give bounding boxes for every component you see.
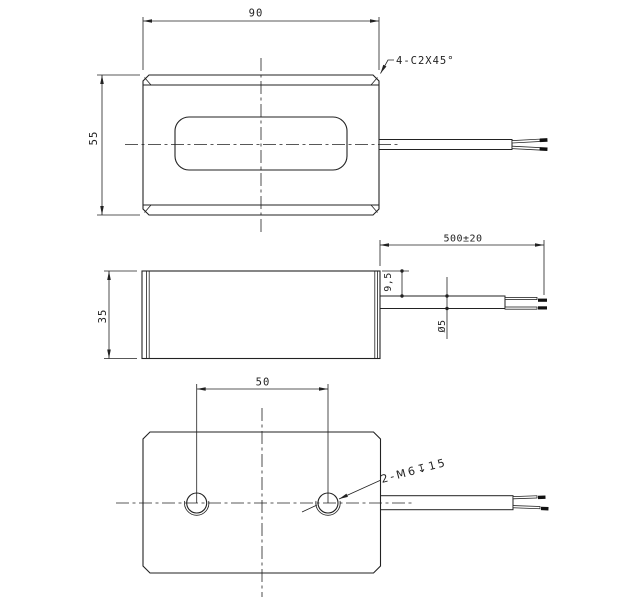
lead-offset-dim-label: 9,5: [383, 272, 394, 292]
top-view-chamfer-note: 4-C2X45°: [378, 55, 455, 75]
chamfer-note-label: 4-C2X45°: [396, 55, 455, 67]
lead-diameter-dim-label: Ø5: [436, 319, 448, 332]
lead-diameter-dimension: Ø5: [436, 277, 449, 339]
bottom-view: 50 2-M6↧15: [116, 377, 549, 597]
top-view-cable: [378, 139, 513, 150]
bottom-view-lead-upper: [512, 495, 546, 500]
top-view-outline: [142, 74, 380, 216]
top-view-height-dim-label: 55: [88, 131, 100, 146]
side-view-lead-lower: [504, 306, 547, 310]
side-view-outline: [141, 270, 381, 360]
top-view-width-dim-label: 90: [249, 8, 264, 20]
top-view-lead-lower: [511, 145, 548, 152]
side-view-height-dim-label: 35: [97, 309, 109, 324]
top-view-corner-chamfers: [144, 77, 378, 213]
side-view-lead-upper: [504, 296, 547, 302]
top-view: 90 55 4-C2X45°: [88, 8, 548, 232]
side-view-height-dimension: 35: [97, 270, 137, 359]
top-view-width-dimension: 90: [142, 8, 380, 70]
lead-offset-dimension: 9,5: [382, 269, 409, 298]
hole-spacing-dimension: 50: [196, 377, 329, 503]
lead-length-dim-label: 500±20: [443, 234, 482, 245]
side-view-edge-lines: [146, 271, 378, 359]
bottom-view-lead-lower: [512, 505, 549, 511]
side-view-cable: [379, 295, 506, 309]
hole-spacing-dim-label: 50: [256, 377, 271, 389]
top-view-lead-upper: [511, 138, 548, 144]
thread-note-label: 2-M6↧15: [379, 456, 448, 486]
side-view: 35 500±20 9,5 Ø5: [97, 234, 547, 360]
lead-length-dimension: 500±20: [379, 234, 545, 295]
bottom-view-outline: [142, 431, 382, 574]
top-view-height-dimension: 55: [88, 74, 140, 216]
